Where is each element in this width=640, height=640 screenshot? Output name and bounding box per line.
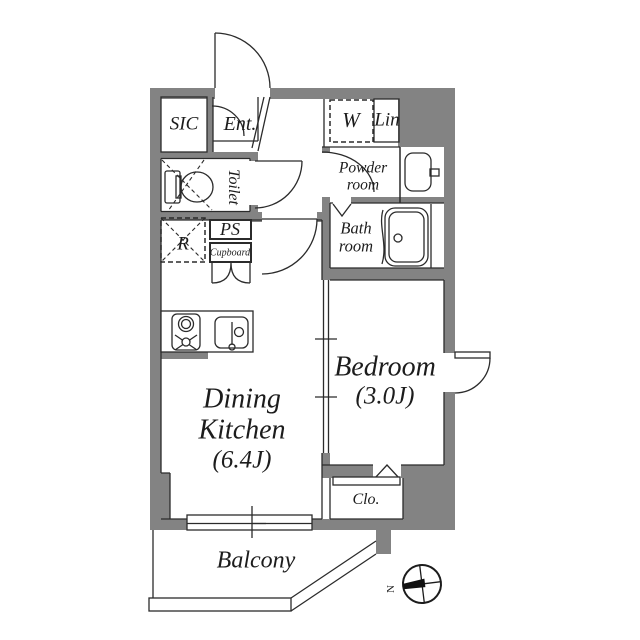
wall-toilet-top	[161, 152, 258, 159]
cupboard-doors	[211, 262, 251, 284]
closet-shelf	[332, 476, 401, 486]
bedroom-label: Bedroom (3.0J)	[334, 351, 436, 410]
washer-space	[329, 99, 374, 143]
sic-outline	[160, 96, 208, 153]
wall-corner-block	[398, 99, 444, 147]
bedroom-door	[454, 351, 491, 394]
dk-bedroom-sliding-partition	[315, 280, 337, 453]
wall-toilet-hall-upper	[250, 152, 258, 161]
kitchen-sink	[214, 316, 249, 351]
dining-kitchen-label: Dining Kitchen (6.4J)	[186, 384, 298, 475]
entrance-door	[214, 32, 271, 152]
wall-balcony-pillar	[376, 530, 391, 554]
balcony-window	[186, 506, 313, 538]
dining-kitchen-size: (6.4J)	[212, 446, 272, 474]
toilet-label: Toilet	[224, 169, 242, 205]
washer-label: W	[342, 108, 360, 133]
bedroom-outline	[322, 279, 445, 466]
bedroom-name: Bedroom	[334, 351, 436, 383]
bathtub	[380, 207, 429, 267]
linen-label: Lin	[374, 109, 400, 131]
cupboard-label: Cupboard	[209, 247, 251, 259]
pipe-space-label: PS	[220, 218, 240, 239]
wall-bath-left	[322, 197, 330, 280]
compass: N	[385, 564, 442, 604]
windows	[186, 280, 337, 538]
wall-right-lower	[444, 392, 455, 530]
wall-bath-bedroom	[330, 268, 444, 280]
bath-room-label: Bath room	[338, 218, 374, 256]
wall-toilet-bottom	[161, 212, 258, 220]
walls	[150, 88, 455, 554]
wall-powder-jamb	[322, 147, 330, 153]
fixtures	[160, 98, 440, 486]
closet-label: Clo.	[352, 491, 380, 509]
bath-folding-door-marker	[332, 203, 352, 218]
wall-hall-stub-left	[250, 212, 262, 222]
hall-dk-door	[261, 218, 318, 275]
wall-top-left	[150, 88, 215, 99]
cupboard-box	[209, 242, 252, 263]
entrance-label: Ent.	[223, 112, 257, 135]
vanity-sink	[399, 147, 440, 203]
wall-left-step	[161, 473, 170, 519]
sic-label: SIC	[169, 113, 199, 135]
wall-bedroom-bottom-right	[401, 465, 444, 478]
compass-north-label: N	[385, 585, 397, 593]
bedroom-size: (3.0J)	[355, 382, 415, 410]
wall-partition-lower	[322, 453, 330, 467]
toilet-door	[254, 160, 303, 209]
wall-left	[150, 88, 161, 530]
stove	[171, 313, 201, 351]
wall-powder-bath	[351, 197, 444, 203]
wall-right-upper	[444, 88, 455, 353]
wall-sic-divider	[207, 97, 213, 152]
wall-bedroom-bottom-left	[322, 465, 373, 478]
closet-outline	[329, 478, 404, 520]
wall-bottom-right	[312, 519, 455, 530]
pipe-space-box	[209, 219, 252, 240]
dining-kitchen-name: Dining Kitchen	[198, 383, 286, 446]
kitchen-counter	[160, 310, 254, 353]
sic-door	[211, 105, 245, 137]
balcony-outline	[148, 530, 377, 612]
toilet-outline	[160, 157, 251, 213]
toilet-fixture	[161, 159, 214, 212]
closet-folding-door-marker	[374, 464, 400, 479]
wall-kitchen-stub	[161, 352, 208, 359]
powder-room-door	[321, 151, 375, 193]
wall-closet-block	[403, 478, 444, 519]
balcony-label: Balcony	[216, 547, 296, 574]
bath-outline	[329, 202, 444, 269]
wall-bottom-left	[150, 519, 187, 530]
refrigerator-label: R	[177, 233, 189, 255]
wall-top-right	[270, 88, 455, 99]
powder-room-label: Powder room	[338, 159, 388, 194]
linen-box	[373, 98, 400, 143]
refrigerator-space	[160, 217, 206, 263]
doors	[211, 32, 491, 479]
compass-north-needle	[402, 578, 426, 590]
